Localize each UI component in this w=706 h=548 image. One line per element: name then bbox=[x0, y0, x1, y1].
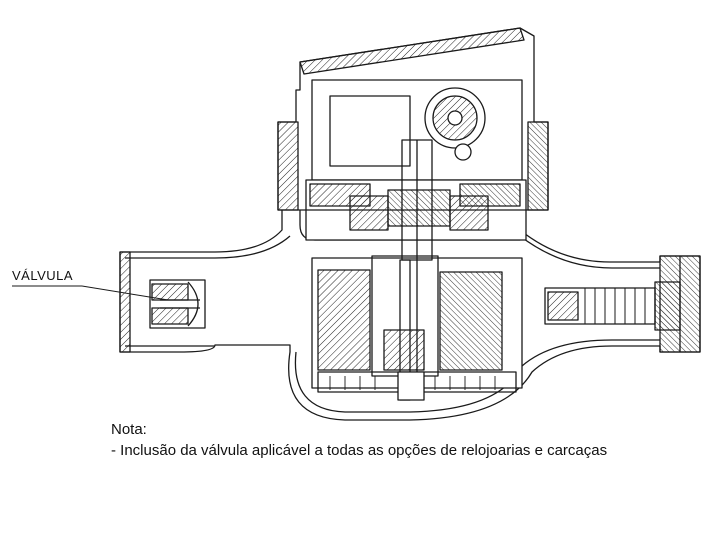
note-title: Nota: bbox=[111, 421, 147, 438]
meter-body bbox=[119, 204, 701, 421]
outlet-connector bbox=[544, 281, 681, 331]
valve-leader-line bbox=[12, 285, 169, 301]
note-block: Nota: - Inclusão da válvula aplicável a … bbox=[111, 419, 607, 461]
register-housing bbox=[277, 27, 549, 372]
note-text: - Inclusão da válvula aplicável a todas … bbox=[111, 442, 608, 459]
valve-label: VÁLVULA bbox=[12, 268, 74, 283]
valve-assembly bbox=[149, 279, 206, 329]
